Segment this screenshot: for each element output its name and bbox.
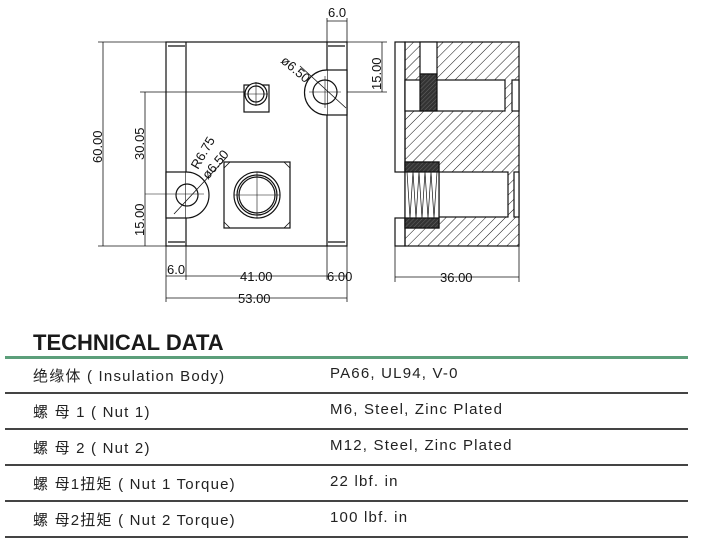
dim-right-rail: 6.00 (327, 269, 352, 284)
dim-right-top: 15.00 (369, 57, 384, 90)
accent-divider (5, 356, 688, 359)
dim-top-width: 6.0 (328, 5, 346, 20)
row-label: 螺 母1扭矩 ( Nut 1 Torque) (33, 476, 236, 493)
dim-center: 41.00 (240, 269, 273, 284)
row-label: 螺 母2扭矩 ( Nut 2 Torque) (33, 512, 236, 529)
dim-bottom-offset: 15.00 (132, 203, 147, 236)
section-title: TECHNICAL DATA (33, 330, 224, 355)
hole-lower-left (175, 183, 199, 207)
row-label: 螺 母 1 ( Nut 1) (33, 404, 151, 421)
body-outline (165, 41, 348, 247)
side-view: 36.00 (394, 41, 520, 285)
row-label: 绝缘体 ( Insulation Body) (33, 368, 226, 385)
dim-depth: 36.00 (440, 270, 473, 285)
table-row: 绝缘体 ( Insulation Body) PA66, UL94, V-0 (5, 356, 688, 394)
row-value: M6, Steel, Zinc Plated (330, 401, 504, 418)
dim-hole-offset: 30.05 (132, 127, 147, 160)
dim-height: 60.00 (90, 130, 105, 163)
nut-1-section (419, 73, 438, 112)
square-nut (223, 161, 291, 229)
table-row: 螺 母1扭矩 ( Nut 1 Torque) 22 lbf. in (5, 464, 688, 502)
technical-drawing: 6.0 15.00 ø6.50 60.00 30.05 15.00 R6.75 … (90, 5, 520, 306)
dim-left-rail: 6.0 (167, 262, 185, 277)
row-value: PA66, UL94, V-0 (330, 365, 459, 382)
row-value: 22 lbf. in (330, 473, 399, 490)
front-view: 6.0 15.00 ø6.50 60.00 30.05 15.00 R6.75 … (90, 5, 387, 306)
row-label: 螺 母 2 ( Nut 2) (33, 440, 151, 457)
row-value: M12, Steel, Zinc Plated (330, 437, 513, 454)
row-value: 100 lbf. in (330, 509, 409, 526)
table-row: 螺 母2扭矩 ( Nut 2 Torque) 100 lbf. in (5, 500, 688, 538)
dim-total-width: 53.00 (238, 291, 271, 306)
table-row: 螺 母 2 ( Nut 2) M12, Steel, Zinc Plated (5, 428, 688, 466)
table-row: 螺 母 1 ( Nut 1) M6, Steel, Zinc Plated (5, 392, 688, 430)
